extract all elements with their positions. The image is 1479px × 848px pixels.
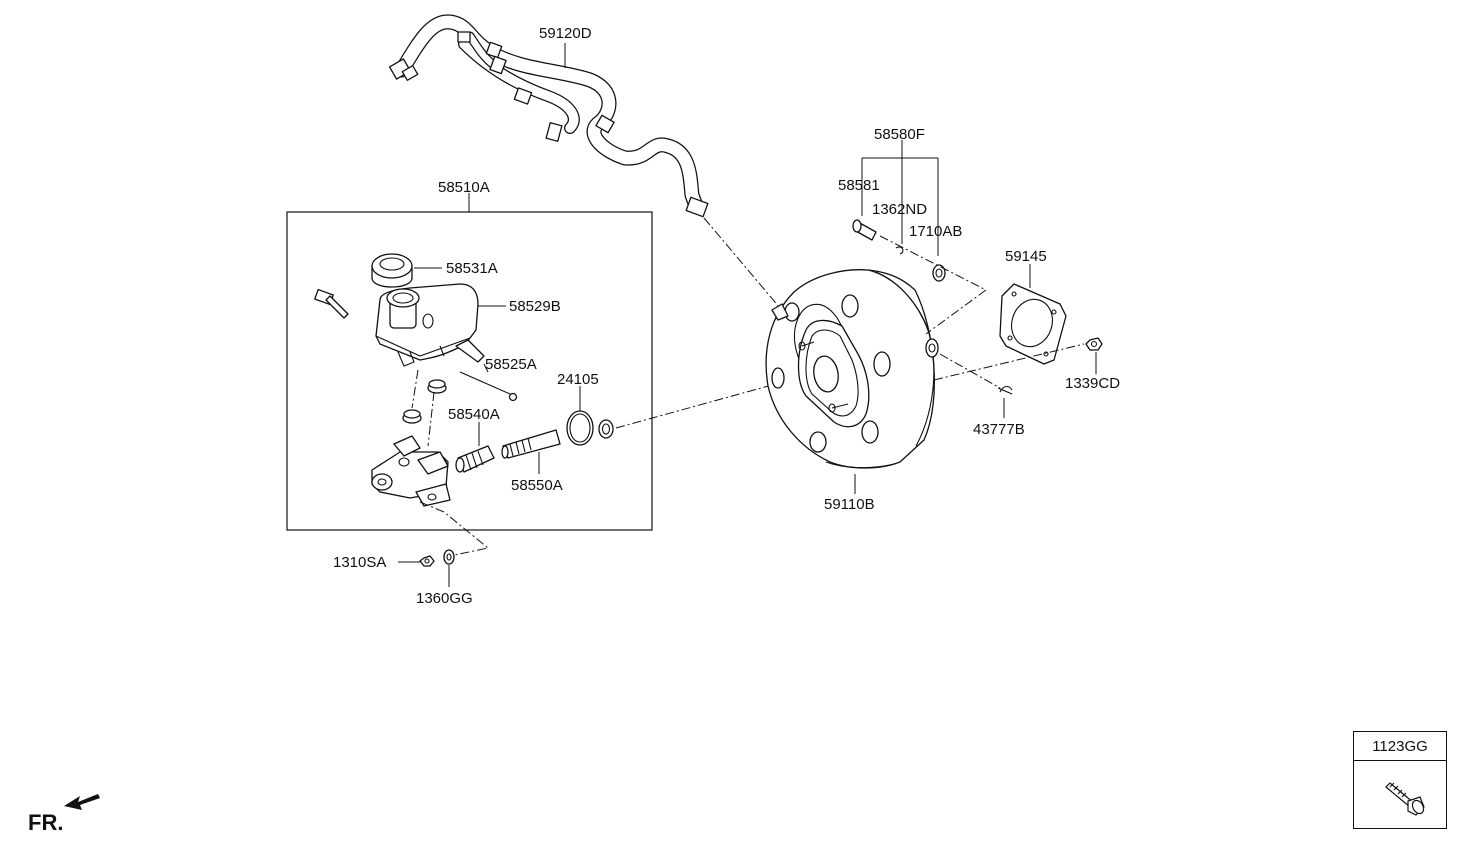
label-check-valve-kit[interactable]: 58580F: [874, 126, 925, 143]
cylinder-nut[interactable]: [419, 555, 435, 567]
label-pin[interactable]: 58525A: [485, 356, 537, 373]
label-nut-small[interactable]: 1310SA: [333, 554, 386, 571]
secondary-piston[interactable]: [501, 429, 561, 459]
label-nut[interactable]: 1339CD: [1065, 375, 1120, 392]
label-oring[interactable]: 24105: [557, 371, 599, 388]
reservoir-cap[interactable]: [371, 253, 413, 288]
grommet-line-2: [427, 391, 435, 447]
label-grommet-valve[interactable]: 1710AB: [909, 223, 962, 240]
o-ring[interactable]: [566, 410, 594, 446]
check-valve-grommet[interactable]: [932, 264, 946, 282]
reservoir-grommet-1[interactable]: [427, 379, 447, 394]
label-piston[interactable]: 58550A: [511, 477, 563, 494]
booster-nut[interactable]: [1085, 337, 1103, 351]
reservoir-pin[interactable]: [459, 371, 518, 402]
reservoir-tank[interactable]: [375, 283, 485, 367]
booster-seal[interactable]: [598, 419, 614, 439]
hose-booster-line: [703, 217, 781, 309]
nut-line: [933, 343, 1085, 381]
master-cylinder-body[interactable]: [371, 435, 451, 507]
check-valve-line: [879, 235, 987, 335]
snap-pin[interactable]: [997, 385, 1013, 395]
label-reservoir[interactable]: 58529B: [509, 298, 561, 315]
legend-code[interactable]: 1123GG: [1354, 732, 1446, 761]
front-direction-label: FR.: [28, 810, 64, 835]
level-sensor[interactable]: [314, 288, 349, 319]
label-grommet[interactable]: 58540A: [448, 406, 500, 423]
label-washer[interactable]: 1360GG: [416, 590, 473, 607]
booster-gasket[interactable]: [999, 283, 1067, 365]
vacuum-hose[interactable]: [388, 14, 709, 218]
label-snap-pin[interactable]: 43777B: [973, 421, 1025, 438]
bolt-icon: [1385, 782, 1425, 816]
label-clip[interactable]: 1362ND: [872, 201, 927, 218]
reservoir-grommet-2[interactable]: [402, 409, 422, 424]
cylinder-washer[interactable]: [443, 549, 455, 565]
front-arrow-icon: [64, 794, 100, 810]
label-gasket[interactable]: 59145: [1005, 248, 1047, 265]
label-master-cylinder[interactable]: 58510A: [438, 179, 490, 196]
check-valve-kit-bracket: [861, 140, 939, 256]
check-valve[interactable]: [852, 219, 877, 241]
o-ring-inner: [569, 413, 591, 443]
mount-line: [419, 501, 490, 557]
grommet-line-1: [411, 369, 419, 409]
label-check-valve[interactable]: 58581: [838, 177, 880, 194]
legend-box: 1123GG: [1353, 731, 1447, 829]
pin-leader: [483, 363, 489, 373]
check-valve-clip[interactable]: [895, 246, 904, 255]
label-cap[interactable]: 58531A: [446, 260, 498, 277]
brake-booster[interactable]: [765, 269, 939, 469]
snap-pin-line: [939, 353, 1001, 389]
primary-piston[interactable]: [455, 445, 495, 473]
label-hose[interactable]: 59120D: [539, 25, 592, 42]
label-booster[interactable]: 59110B: [824, 496, 875, 513]
